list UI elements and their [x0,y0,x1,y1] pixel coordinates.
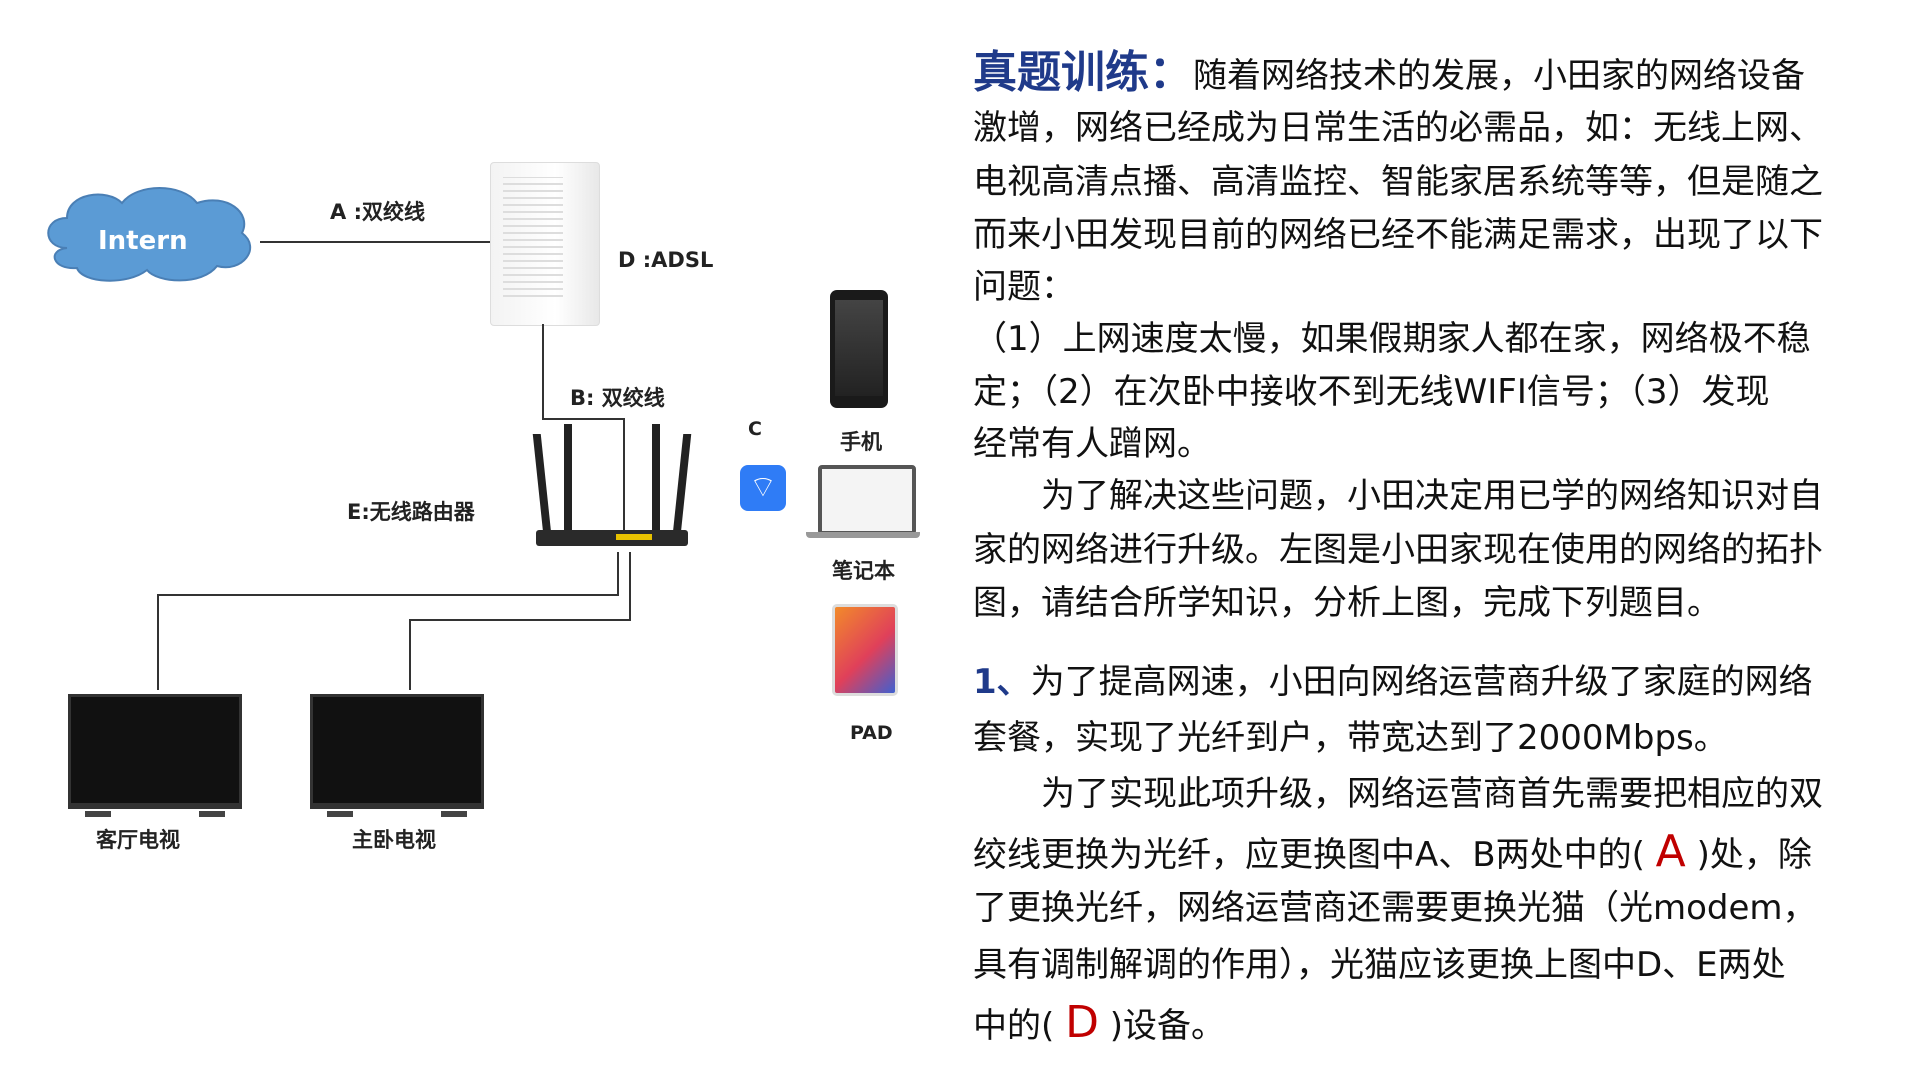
internet-cloud-icon [47,187,252,282]
label-c: C [748,418,762,440]
text-line: 而来小田发现目前的网络已经不能满足需求，出现了以下 [973,215,1823,255]
text-line: 随着网络技术的发展，小田家的网络设备 [1193,56,1805,96]
question-number: 1、 [973,662,1031,702]
text-line: 为了解决这些问题，小田决定用已学的网络知识对自 [973,476,1823,516]
tablet-icon [832,604,898,696]
text-line: 了更换光纤，网络运营商还需要更换光猫（光modem， [973,888,1817,928]
text-line: )设备。 [1098,1006,1226,1046]
answer-d: D [1065,997,1099,1048]
text-line: 为了实现此项升级，网络运营商首先需要把相应的双 [973,774,1823,814]
text-line: )处，除 [1685,835,1812,875]
tv1-label: 客厅电视 [96,828,180,852]
cable-a [260,241,490,243]
section-title: 真题训练： [973,47,1193,98]
pad-label: PAD [850,722,893,744]
text-line: 家的网络进行升级。左图是小田家现在使用的网络的拓扑 [973,530,1823,570]
cable-tv2-c [409,619,411,690]
text-line: 问题： [973,267,1075,307]
tv2-label: 主卧电视 [352,828,436,852]
label-a: A :双绞线 [330,200,425,224]
living-room-tv-icon [68,694,242,817]
wireless-router-icon [532,424,692,554]
text-line: 套餐，实现了光纤到户，带宽达到了2000Mbps。 [973,718,1728,758]
text-line: （1）上网速度太慢，如果假期家人都在家，网络极不稳 [973,319,1811,359]
text-line: 图，请结合所学知识，分析上图，完成下列题目。 [973,583,1721,623]
cloud-label: Intern [98,226,188,256]
phone-icon [830,290,888,408]
text-line: 具有调制解调的作用），光猫应该更换上图中D、E两处 [973,945,1786,985]
label-e: E:无线路由器 [347,500,475,524]
answer-a: A [1655,826,1686,877]
adsl-modem-icon [490,162,600,326]
cable-b-horizontal [542,418,625,420]
label-d: D :ADSL [618,248,714,272]
text-line: 中的( [973,1006,1066,1046]
cable-tv1-b [157,594,619,596]
wifi-icon: ⌔ [740,465,786,511]
laptop-base [806,532,920,538]
cable-tv1-a [617,552,619,595]
text-line: 经常有人蹭网。 [973,424,1211,464]
text-line: 为了提高网速，小田向网络运营商升级了家庭的网络 [1030,662,1813,702]
cable-b-vertical [542,324,544,419]
cable-tv2-b [409,619,631,621]
laptop-label: 笔记本 [832,559,895,583]
master-bedroom-tv-icon [310,694,484,817]
text-line: 定；（2）在次卧中接收不到无线WIFI信号；（3）发现 [973,372,1770,412]
laptop-icon [818,465,916,535]
text-line: 绞线更换为光纤，应更换图中A、B两处中的( [973,835,1656,875]
label-b: B: 双绞线 [570,386,665,410]
text-line: 激增，网络已经成为日常生活的必需品，如：无线上网、 [973,108,1823,148]
phone-label: 手机 [840,430,882,454]
cable-b-drop [623,418,625,538]
text-line: 电视高清点播、高清监控、智能家居系统等等，但是随之 [973,162,1823,202]
cable-tv2-a [629,552,631,620]
cable-tv1-c [157,594,159,690]
